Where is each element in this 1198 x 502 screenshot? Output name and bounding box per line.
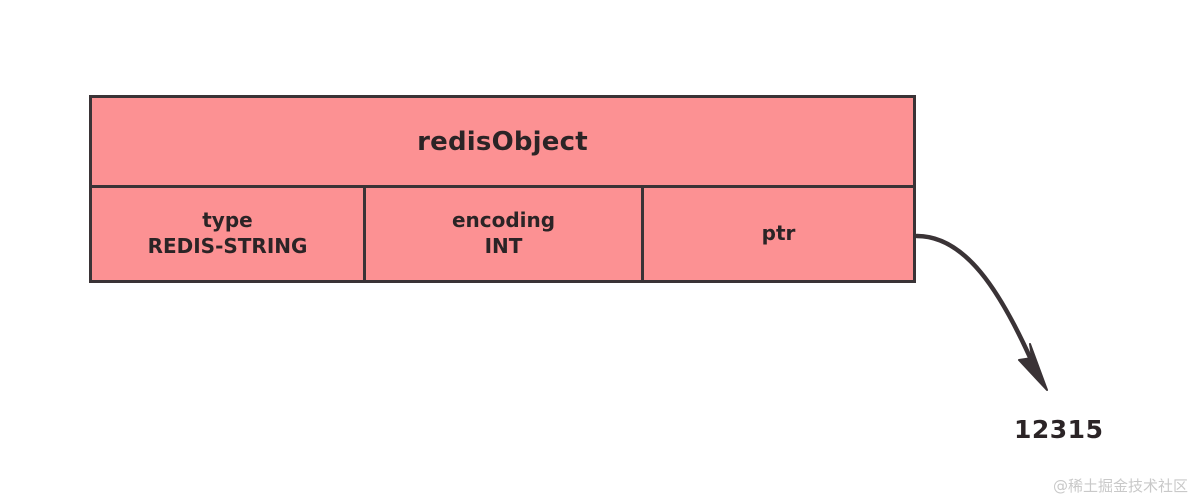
field-encoding: encoding INT xyxy=(363,188,641,280)
field-type: type REDIS-STRING xyxy=(92,188,363,280)
field-type-value: REDIS-STRING xyxy=(147,234,308,258)
pointer-target-label: 12315 xyxy=(1014,415,1104,444)
field-type-name: type xyxy=(202,208,253,233)
field-encoding-name: encoding xyxy=(451,208,556,233)
field-encoding-value: INT xyxy=(484,234,523,258)
pointer-arrow-head xyxy=(1018,343,1048,391)
redis-object-struct: redisObject type REDIS-STRING encoding I… xyxy=(89,95,916,283)
watermark: @稀土掘金技术社区 xyxy=(1052,477,1188,495)
struct-title: redisObject xyxy=(92,98,913,188)
field-ptr-name: ptr xyxy=(761,221,796,246)
struct-fields-row: type REDIS-STRING encoding INT ptr xyxy=(92,188,913,280)
field-ptr: ptr xyxy=(641,188,913,280)
pointer-arrow-curve xyxy=(914,233,1036,367)
